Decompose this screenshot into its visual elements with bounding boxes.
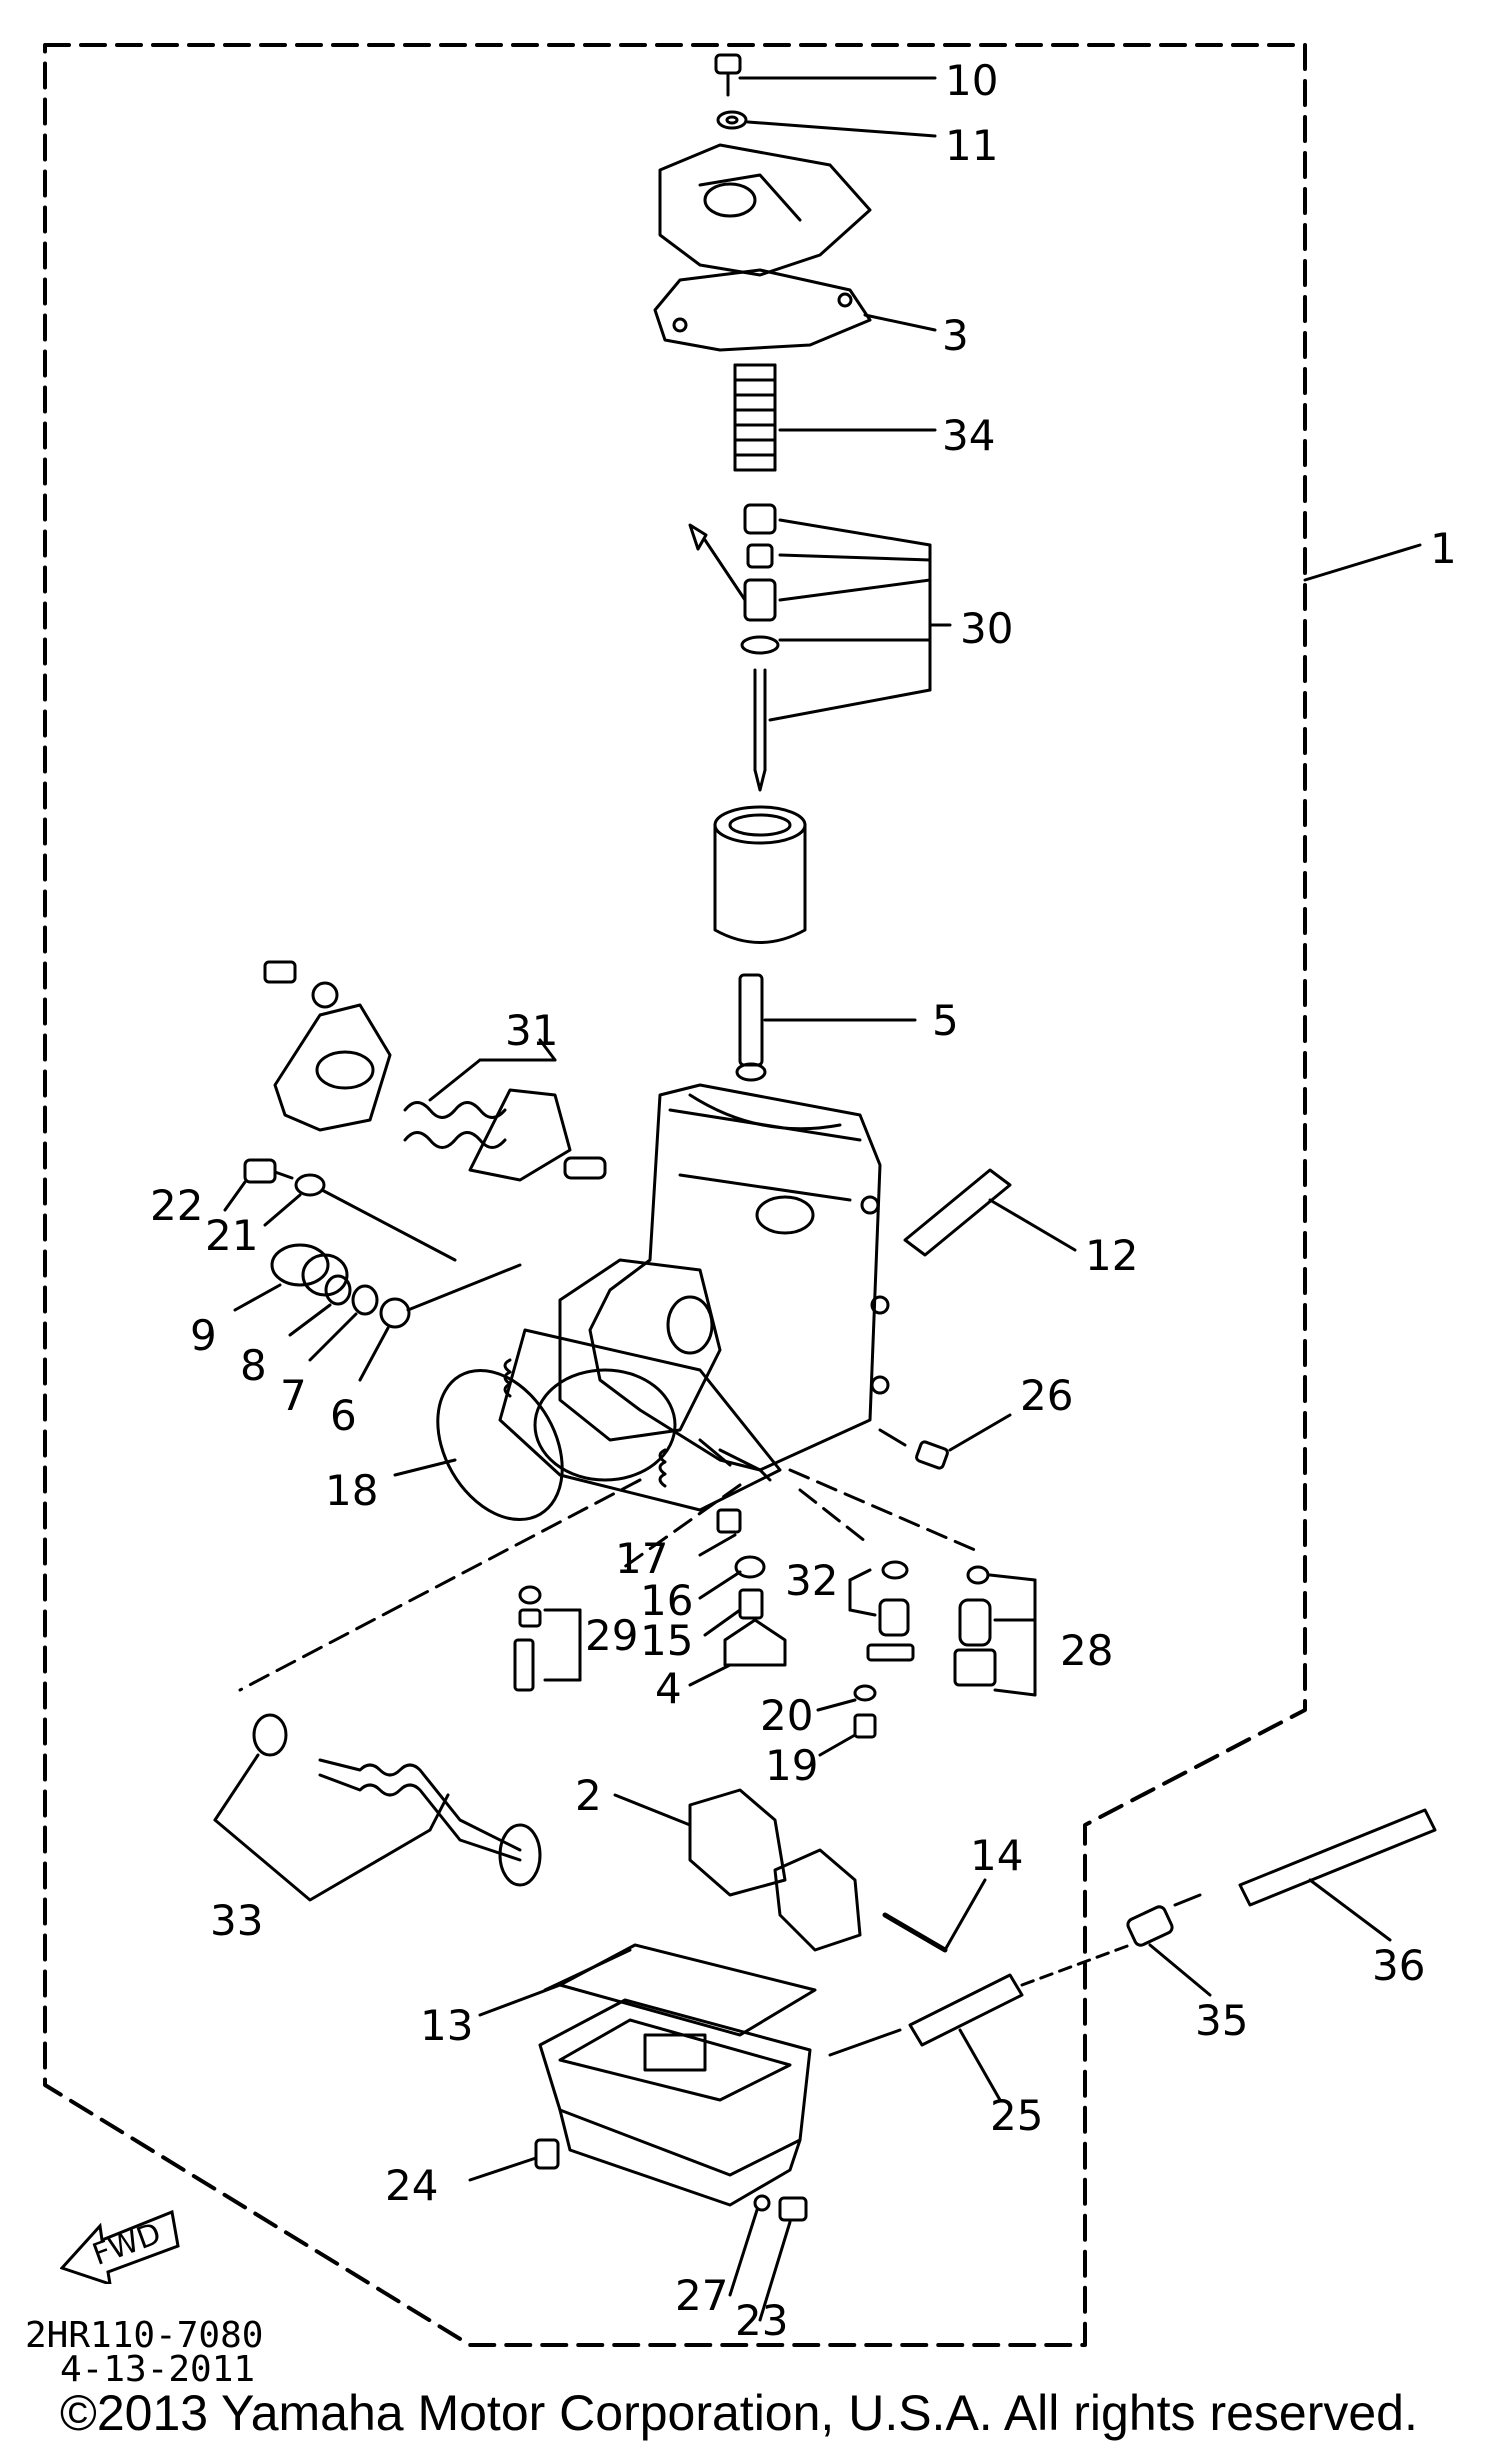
part-31-diaphragm-group: [263, 960, 607, 1182]
callout-34: 34: [942, 411, 996, 460]
part-25-hose: [828, 1943, 1132, 2102]
callout-4: 4: [655, 1664, 682, 1713]
callout-12: 12: [1085, 1231, 1139, 1280]
part-33-starter-plunger: [213, 1713, 542, 1902]
part-1-leader: [1303, 543, 1422, 582]
callout-16: 16: [640, 1576, 694, 1625]
callout-9: 9: [190, 1311, 217, 1360]
intake-flange: [498, 1328, 782, 1512]
part-9-bushing: [233, 1243, 349, 1312]
callout-3: 3: [942, 311, 969, 360]
part-20-washer: [816, 1684, 877, 1712]
callout-14: 14: [970, 1831, 1024, 1880]
callout-29: 29: [585, 1611, 639, 1660]
callout-31: 31: [505, 1006, 559, 1055]
part-27-oring: [728, 2194, 771, 2297]
part-19-screw: [818, 1713, 877, 1757]
part-15-jet: [703, 1588, 764, 1637]
callout-18: 18: [325, 1466, 379, 1515]
part-2-float: [613, 1788, 862, 1952]
part-26-screw: [878, 1413, 1012, 1470]
part-13-gasket: [478, 1943, 817, 2037]
part-28-screw-set: [953, 1565, 1037, 1697]
drawing-date: 4-13-2011: [60, 2349, 256, 2390]
assembly-boundary-dashed: [43, 43, 1307, 2347]
callout-33: 33: [210, 1896, 264, 1945]
part-7-washer: [308, 1284, 379, 1362]
float-bowl: [538, 1998, 812, 2207]
part-35-fitting: [1126, 1893, 1212, 1997]
callout-25: 25: [990, 2091, 1044, 2140]
forward-arrow-icon: [60, 2209, 180, 2284]
callout-5: 5: [932, 996, 959, 1045]
part-14-pin: [882, 1878, 987, 1953]
part-34-spring: [733, 363, 937, 472]
part-30-needle-kit: [688, 503, 952, 792]
callout-1: 1: [1430, 524, 1457, 573]
callout-6: 6: [330, 1391, 357, 1440]
part-5-needle-jet: [735, 973, 917, 1082]
callout-26: 26: [1020, 1371, 1074, 1420]
callout-7: 7: [280, 1371, 307, 1420]
callout-28: 28: [1060, 1626, 1114, 1675]
callout-15: 15: [640, 1616, 694, 1665]
callout-36: 36: [1372, 1941, 1426, 1990]
part-11-washer: [716, 110, 937, 138]
callout-19: 19: [765, 1741, 819, 1790]
part-17-jet: [698, 1508, 742, 1557]
carburetor-body: [558, 1083, 890, 1482]
part-10-screw: [714, 53, 937, 97]
callout-27: 27: [675, 2271, 729, 2320]
part-16-washer: [698, 1555, 766, 1600]
callout-30: 30: [960, 604, 1014, 653]
callout-35: 35: [1195, 1996, 1249, 2045]
callout-8: 8: [240, 1341, 267, 1390]
float-connection-dashed: [238, 1468, 977, 1692]
callout-17: 17: [615, 1534, 669, 1583]
copyright-notice: ©2013 Yamaha Motor Corporation, U.S.A. A…: [60, 2385, 1418, 2441]
callout-21: 21: [205, 1211, 259, 1260]
callout-13: 13: [420, 2001, 474, 2050]
part-32-needle-valve: [848, 1560, 915, 1662]
part-12-pipe: [903, 1168, 1077, 1257]
callout-10: 10: [945, 56, 999, 105]
throttle-slide: [713, 805, 807, 944]
callout-22: 22: [150, 1181, 204, 1230]
callout-11: 11: [945, 121, 999, 170]
callout-23: 23: [735, 2296, 789, 2345]
part-22-screw: [223, 1158, 294, 1212]
part-6-washer: [358, 1263, 522, 1382]
part-21-washer: [263, 1173, 457, 1262]
part-4-baffle: [688, 1618, 787, 1687]
part-8-oring: [288, 1274, 352, 1337]
part-18-cap: [393, 1368, 564, 1522]
callout-32: 32: [785, 1556, 839, 1605]
callout-20: 20: [760, 1691, 814, 1740]
part-29-pilot-screw: [513, 1585, 582, 1692]
carburetor-top-cover: [658, 143, 872, 277]
part-23-screw: [758, 2196, 808, 2322]
part-24-drain-screw: [468, 2138, 560, 2182]
callout-24: 24: [385, 2161, 439, 2210]
drawing-code: 2HR110-7080: [25, 2315, 264, 2356]
part-36-hose: [1238, 1808, 1437, 1942]
callout-2: 2: [575, 1771, 602, 1820]
part-3-gasket: [653, 268, 937, 352]
